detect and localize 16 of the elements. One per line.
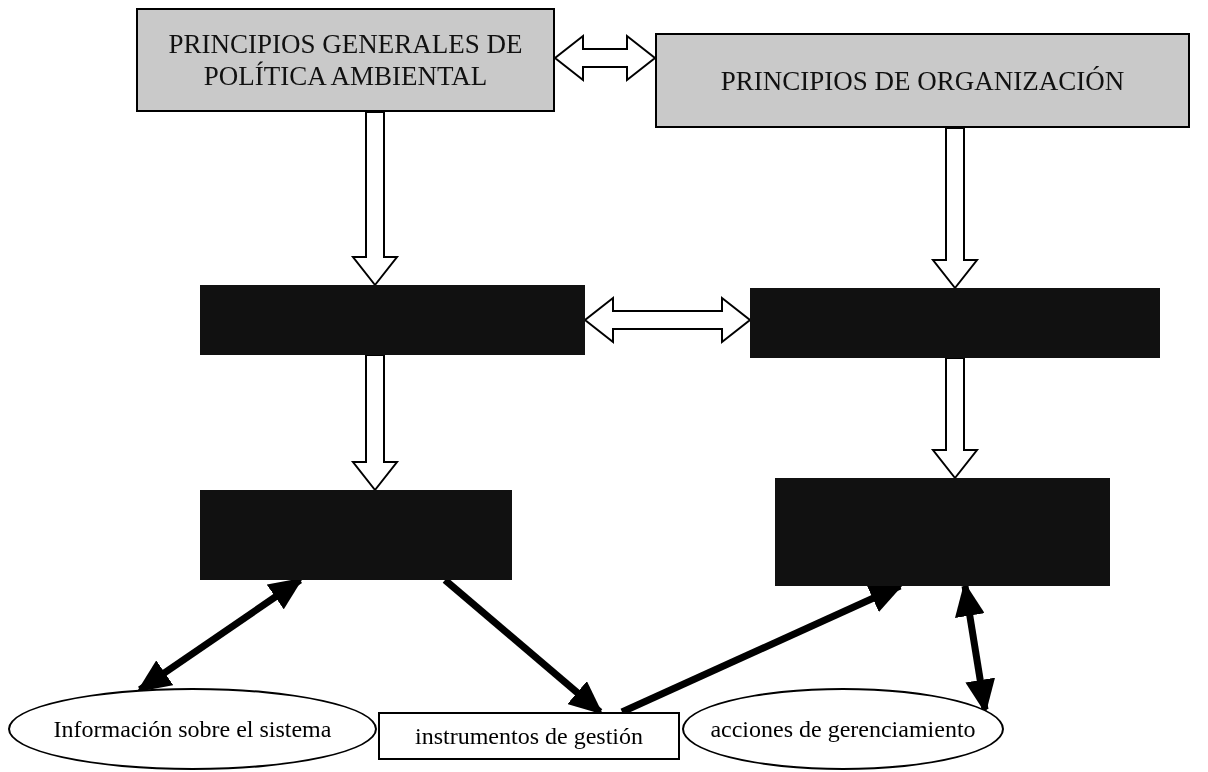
ellipse-node: acciones de gerenciamiento xyxy=(682,688,1004,770)
hollow-double-arrow xyxy=(553,33,657,83)
ellipse-node: Información sobre el sistema xyxy=(8,688,377,770)
hollow-arrow xyxy=(350,111,400,287)
hollow-arrow xyxy=(930,127,980,290)
dark-box xyxy=(200,490,512,580)
dark-box xyxy=(775,478,1110,586)
dark-box xyxy=(200,285,585,355)
process-box: PRINCIPIOS DE ORGANIZACIÓN xyxy=(655,33,1190,128)
hollow-arrow xyxy=(350,354,400,492)
process-box: PRINCIPIOS GENERALES DE POLÍTICA AMBIENTAL xyxy=(136,8,555,112)
dark-box xyxy=(750,288,1160,358)
hollow-arrow xyxy=(930,357,980,480)
arrow xyxy=(442,577,604,715)
hollow-double-arrow xyxy=(583,295,752,345)
process-box: instrumentos de gestión xyxy=(378,712,680,760)
